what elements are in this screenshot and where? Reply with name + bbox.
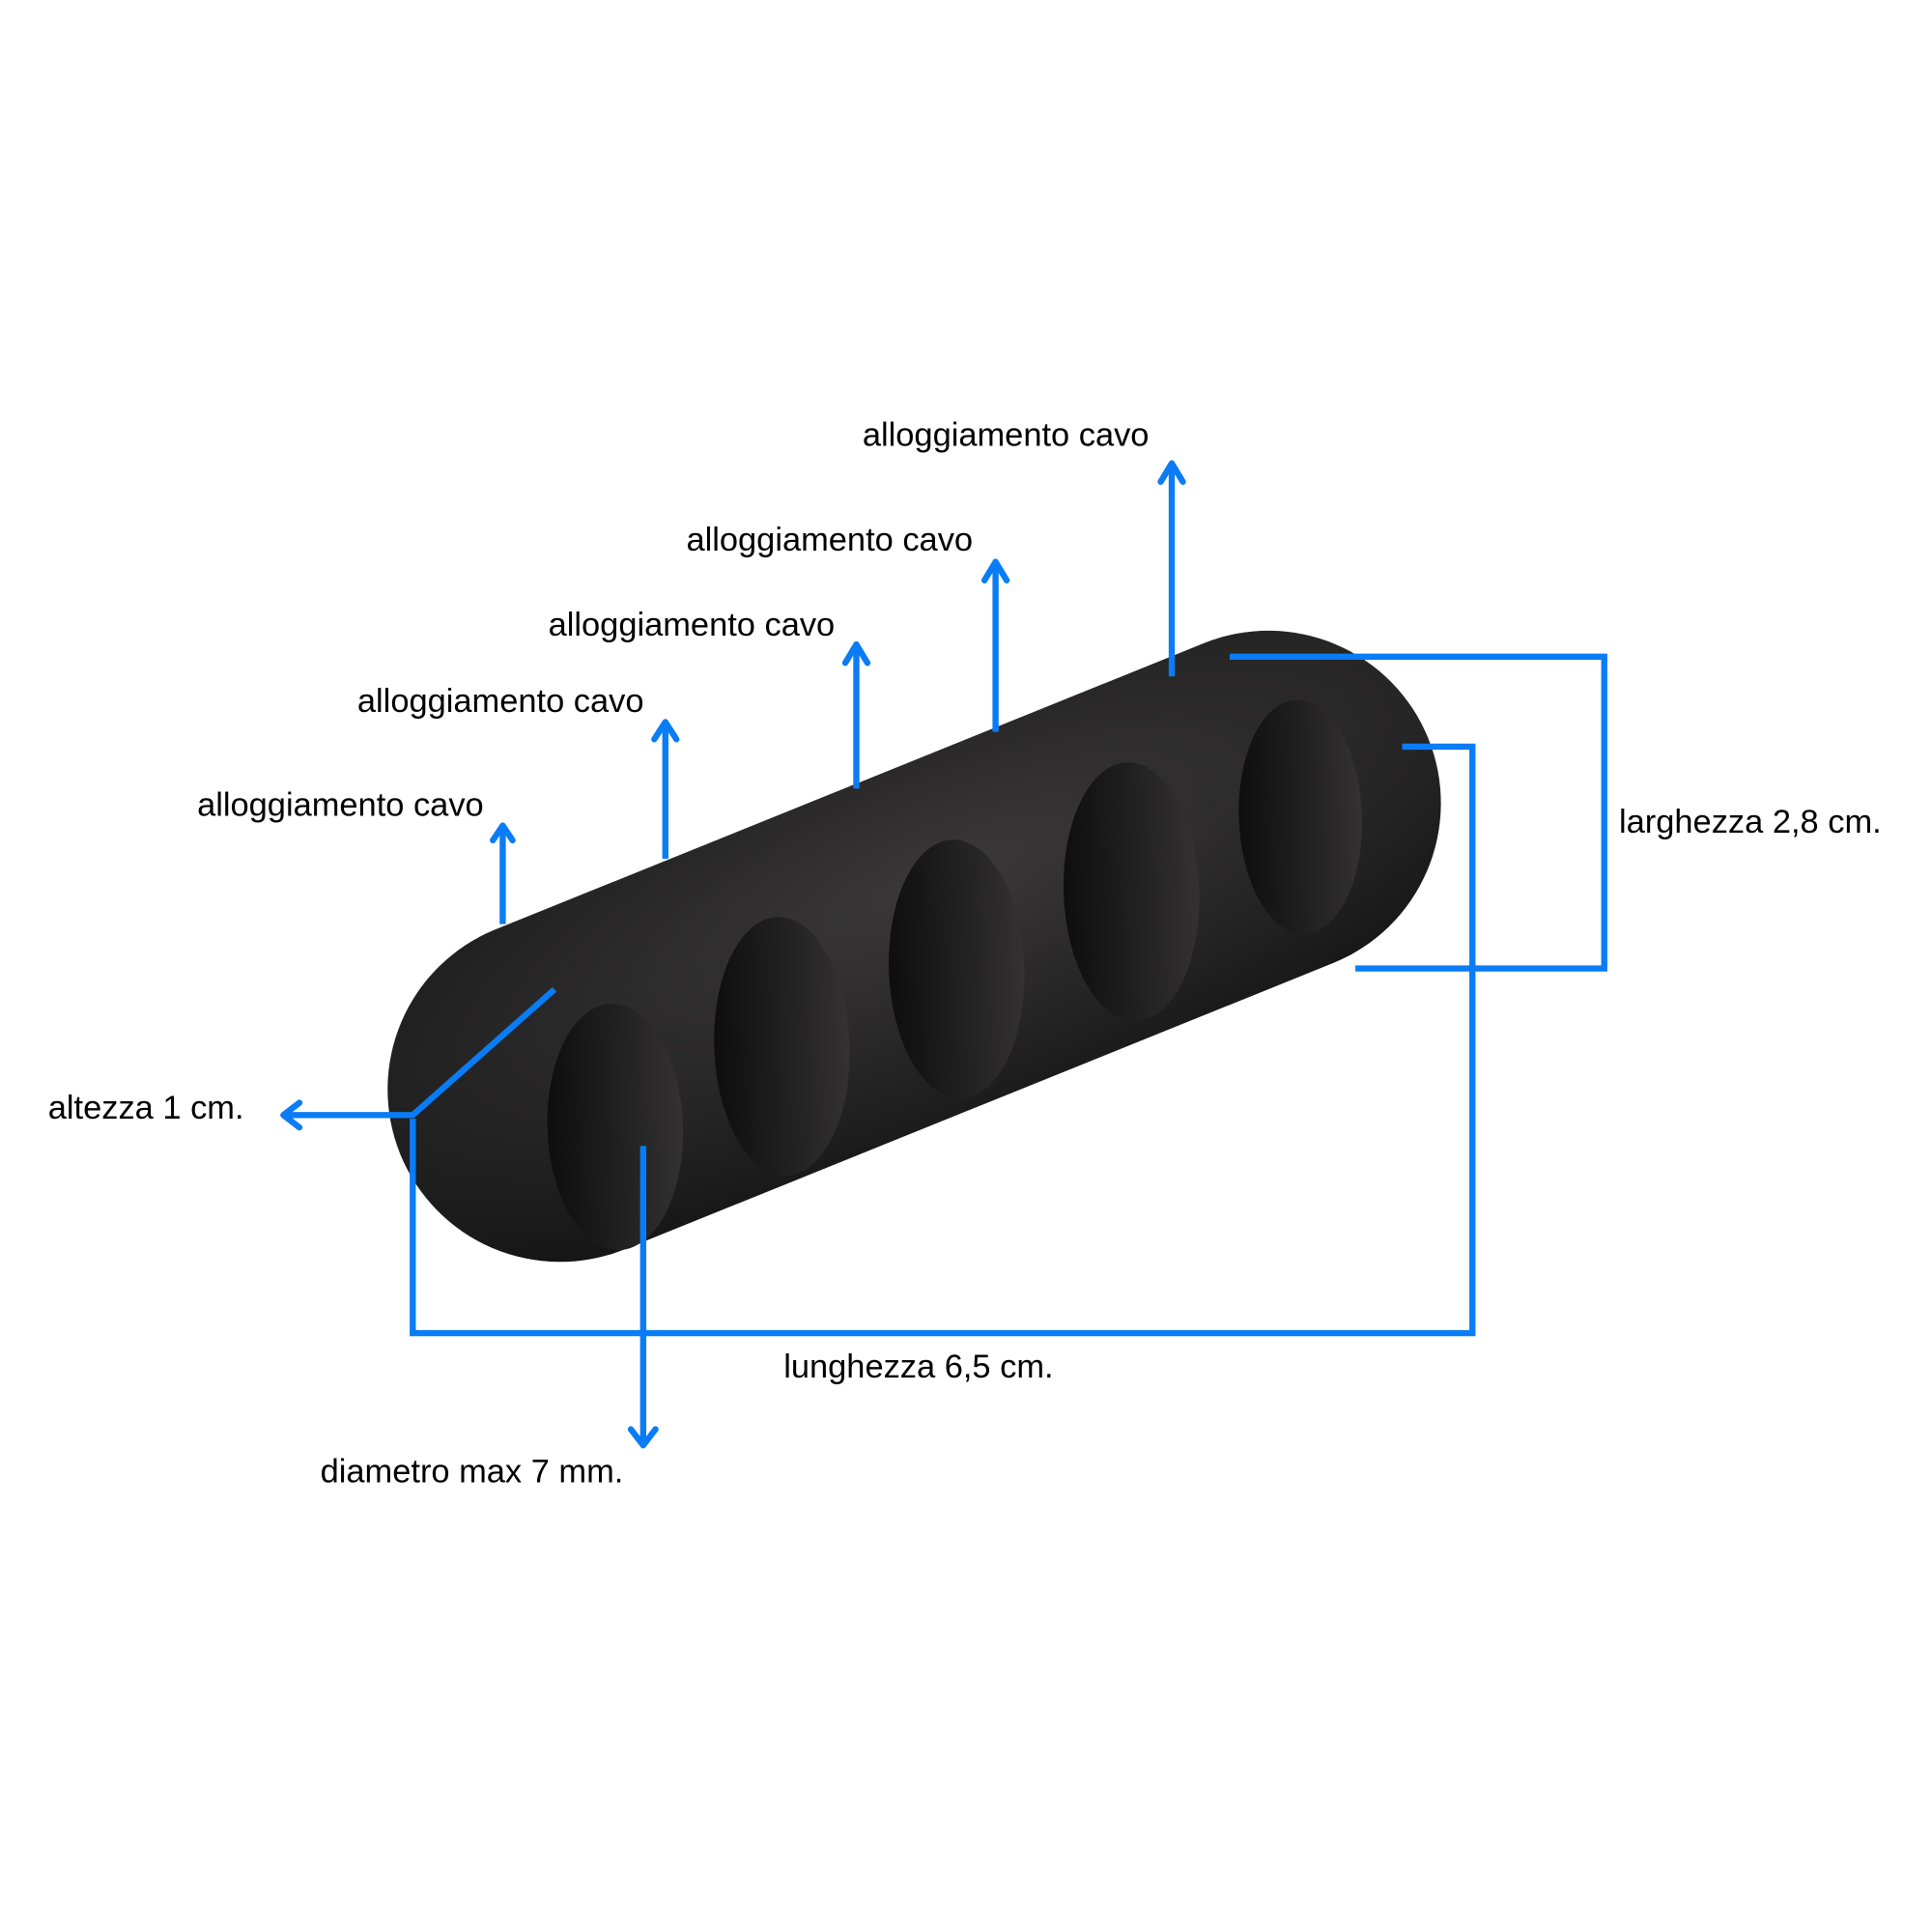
slot-label-5: alloggiamento cavo [863,417,1150,454]
slot-arrow-5 [1157,460,1186,677]
slot-arrow-3 [841,640,871,789]
diameter-label: diametro max 7 mm. [321,1453,624,1490]
slot-arrow-2 [651,719,680,860]
cable-organizer-product [387,630,1441,1263]
slot-label-2: alloggiamento cavo [357,683,644,720]
cable-slot [714,917,850,1176]
cable-slots [547,699,1363,1251]
cable-slot [1238,699,1363,934]
slot-arrow-4 [980,558,1010,732]
slot-label-1: alloggiamento cavo [197,786,484,823]
height-arrow [280,986,557,1131]
slot-label-4: alloggiamento cavo [686,522,973,558]
cable-slot [1063,762,1200,1022]
cable-slot [889,839,1025,1098]
height-label: altezza 1 cm. [48,1090,244,1126]
length-label: lunghezza 6,5 cm. [783,1349,1053,1385]
length-dimension-bracket [410,743,1476,1337]
slot-arrow-1 [490,822,516,924]
width-dimension-bracket [1229,653,1607,972]
diameter-arrow [627,1146,659,1449]
cable-slot [547,1004,684,1251]
width-label: larghezza 2,8 cm. [1619,804,1882,840]
slot-label-3: alloggiamento cavo [549,607,836,643]
